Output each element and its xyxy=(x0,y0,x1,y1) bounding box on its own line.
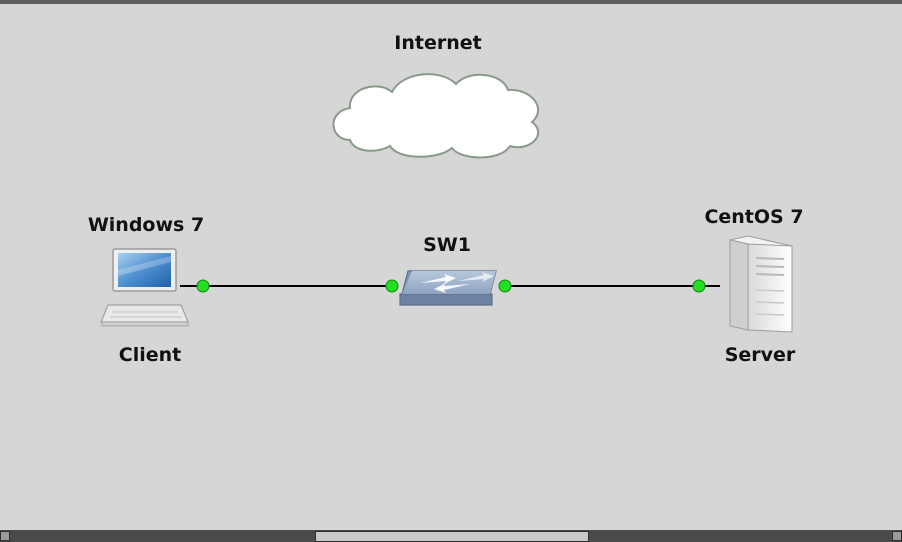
scroll-right-button[interactable] xyxy=(892,531,902,541)
horizontal-scrollbar[interactable] xyxy=(0,530,902,542)
window-top-border xyxy=(0,0,902,4)
laptop-icon[interactable] xyxy=(100,248,189,327)
server-icon[interactable] xyxy=(729,235,793,333)
port-indicator-client[interactable] xyxy=(196,279,210,293)
port-indicator-server[interactable] xyxy=(692,279,706,293)
client-title-label[interactable]: Windows 7 xyxy=(87,214,205,236)
client-role-label[interactable]: Client xyxy=(118,344,182,366)
cloud-icon[interactable] xyxy=(332,73,539,159)
server-title-label[interactable]: CentOS 7 xyxy=(704,206,804,228)
port-indicator-switch-right[interactable] xyxy=(498,279,512,293)
topology-canvas[interactable]: Internet Windows 7 Client SW1 CentOS 7 S… xyxy=(0,4,902,530)
port-indicator-switch-left[interactable] xyxy=(385,279,399,293)
server-role-label[interactable]: Server xyxy=(724,344,796,366)
internet-label[interactable]: Internet xyxy=(394,32,482,54)
switch-icon[interactable] xyxy=(399,270,497,306)
switch-label[interactable]: SW1 xyxy=(423,234,471,256)
scroll-left-button[interactable] xyxy=(0,531,10,541)
topology-diagram xyxy=(100,73,793,333)
scroll-thumb[interactable] xyxy=(315,531,589,542)
